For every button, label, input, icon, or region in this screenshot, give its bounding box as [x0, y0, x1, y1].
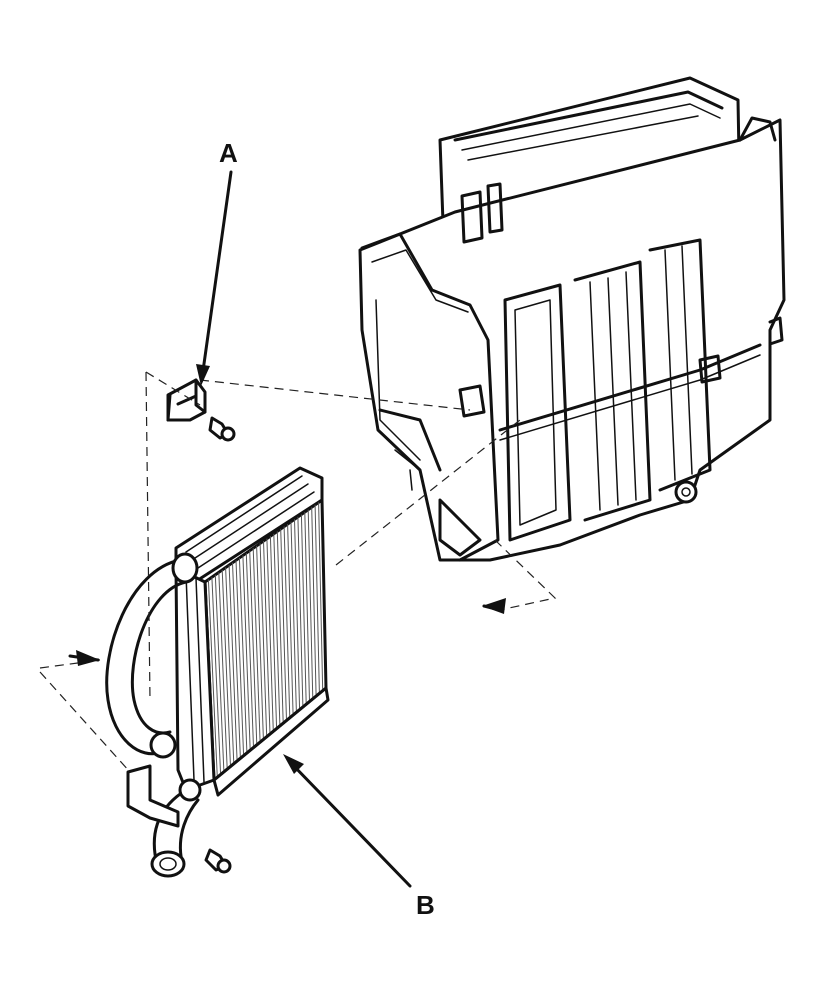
fin-line	[211, 577, 222, 775]
fin-line	[221, 569, 231, 767]
heater-core	[174, 466, 330, 797]
fin-line	[235, 560, 245, 756]
fin-line	[290, 521, 297, 713]
fin-line	[228, 565, 238, 762]
fin-line	[273, 533, 281, 726]
fin-line	[242, 555, 251, 751]
fin-line	[307, 509, 314, 699]
fin-line	[259, 543, 268, 737]
fin-line	[314, 504, 320, 694]
direction-arrows	[68, 598, 506, 666]
fin-line	[266, 538, 274, 732]
callout-label-b: B	[416, 890, 435, 920]
fin-line	[214, 574, 225, 772]
fin-line	[263, 540, 271, 735]
fin-line	[287, 524, 294, 716]
heater-core-pipes	[105, 552, 202, 878]
heater-unit-housing	[358, 76, 786, 562]
callout-label-a: A	[219, 138, 238, 168]
fin-line	[297, 516, 304, 707]
fin-line	[283, 526, 291, 718]
fin-line	[256, 545, 264, 740]
fin-line	[300, 514, 307, 705]
fin-line	[245, 553, 254, 748]
bracket-screw	[204, 848, 232, 874]
hose-clamp	[166, 378, 207, 422]
leader-line-a	[196, 170, 233, 386]
fin-line	[269, 536, 278, 729]
fin-line	[252, 548, 261, 743]
fin-line	[276, 531, 284, 724]
fin-line	[280, 528, 287, 721]
fin-line	[294, 519, 301, 710]
fin-line	[249, 550, 258, 745]
fin-line	[304, 512, 310, 702]
fin-line	[311, 507, 317, 697]
fin-line	[218, 572, 228, 770]
fin-line	[225, 567, 235, 764]
assembly-guide-lines	[39, 371, 557, 773]
heater-core-fins	[207, 502, 324, 778]
fin-line	[238, 557, 248, 753]
leader-line-b	[283, 754, 412, 888]
fin-line	[207, 579, 218, 778]
mounting-bracket	[126, 764, 180, 828]
clamp-screw	[208, 416, 236, 442]
fin-line	[232, 562, 241, 759]
fin-line	[318, 502, 324, 691]
